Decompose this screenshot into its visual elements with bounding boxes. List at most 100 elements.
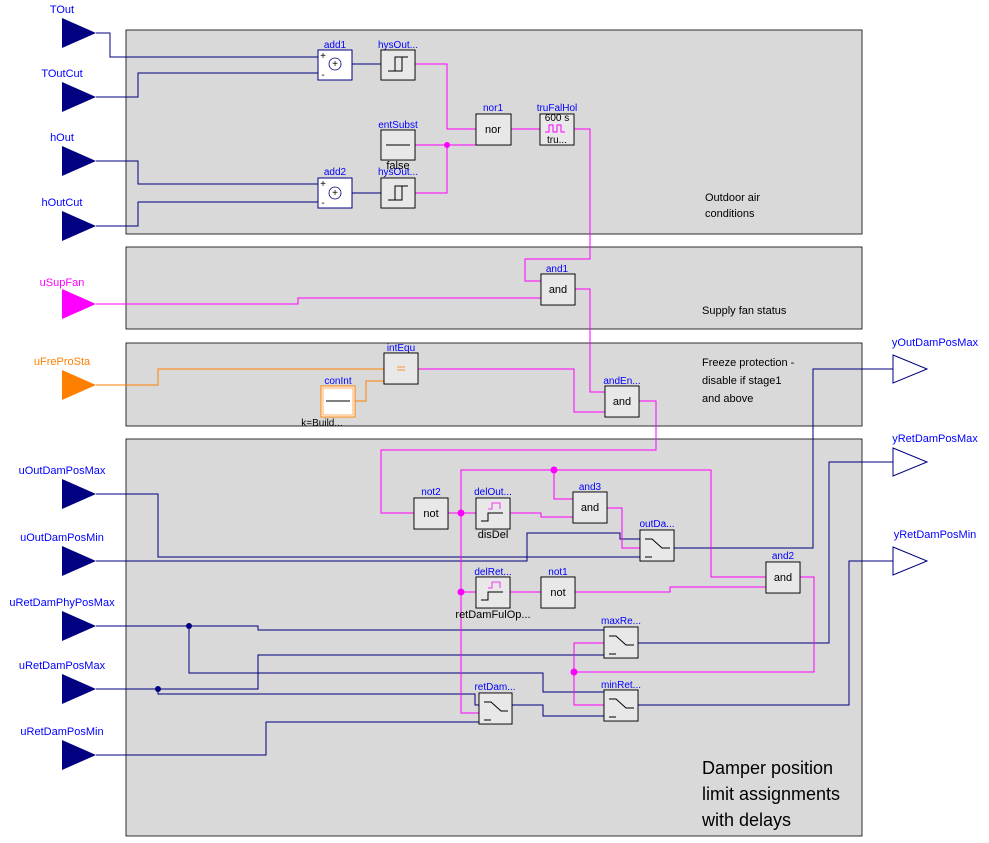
- input-port-ufreprosta[interactable]: uFreProSta: [34, 356, 96, 400]
- delout-name: delOut...: [474, 487, 512, 498]
- input-port-tout[interactable]: TOut: [50, 4, 96, 48]
- and3-block[interactable]: and3 and: [572, 482, 608, 524]
- add1-plus-sign: +: [332, 59, 338, 70]
- outda-switch-block[interactable]: outDa...: [639, 519, 675, 562]
- supply-note: Supply fan status: [702, 305, 787, 317]
- input-port-uretdamposmin[interactable]: uRetDamPosMin: [20, 726, 104, 770]
- input-port-hout[interactable]: hOut: [50, 132, 96, 176]
- trufalhol-delay: 600 s: [545, 113, 569, 124]
- outda-name: outDa...: [639, 519, 674, 530]
- and3-name: and3: [579, 482, 602, 493]
- input-port-houtcut[interactable]: hOutCut: [42, 197, 96, 241]
- uoutdamposmax-label: uOutDamPosMax: [19, 465, 106, 477]
- output-port-youtdamposmax[interactable]: yOutDamPosMax: [892, 337, 979, 384]
- add2-name: add2: [324, 167, 347, 178]
- freeze-protection-section: [125, 342, 863, 427]
- trufalhol-name: truFalHol: [537, 103, 578, 114]
- yretdamposmin-label: yRetDamPosMin: [894, 529, 977, 541]
- not2-name: not2: [421, 487, 441, 498]
- input-port-usupfan[interactable]: uSupFan: [40, 277, 96, 319]
- delay-icon: [481, 591, 503, 601]
- input-port-uoutdamposmin[interactable]: uOutDamPosMin: [20, 532, 104, 576]
- hout-label: hOut: [50, 132, 74, 144]
- hysteresis-block-1[interactable]: hysOut...: [378, 40, 418, 81]
- hysteresis-block-2[interactable]: hysOut...: [378, 167, 418, 209]
- conint-block[interactable]: conInt k=Build...: [301, 376, 356, 429]
- anden-label: and: [613, 396, 631, 408]
- add2-block[interactable]: add2 + + -: [317, 167, 353, 209]
- trufalhol-param: tru...: [547, 135, 567, 146]
- nor1-name: nor1: [483, 103, 503, 114]
- delret-block[interactable]: delRet... retDamFulOp...: [455, 567, 530, 621]
- trufalhol-block[interactable]: truFalHol 600 s tru...: [537, 103, 578, 146]
- junction-dot: [550, 466, 558, 474]
- delout-param: disDel: [478, 529, 509, 541]
- not1-block[interactable]: not1 not: [540, 567, 576, 609]
- and2-block[interactable]: and2 and: [765, 551, 801, 594]
- input-port-uoutdamposmax[interactable]: uOutDamPosMax: [19, 465, 106, 509]
- add2-minus-pin: -: [321, 198, 324, 209]
- not1-name: not1: [548, 567, 568, 578]
- yretdamposmax-label: yRetDamPosMax: [892, 433, 978, 445]
- integer-wires: [96, 368, 384, 402]
- entsubst-block[interactable]: entSubst false: [378, 120, 418, 172]
- junction-dot: [155, 686, 161, 692]
- damper-note-line2: limit assignments: [702, 784, 840, 804]
- delay-icon: [481, 512, 503, 522]
- outdoor-note-line2: conditions: [705, 208, 755, 220]
- hysteresis-icon: [391, 57, 403, 72]
- anden-name: andEn...: [603, 376, 640, 387]
- maxre-switch-block[interactable]: maxRe...: [601, 616, 641, 659]
- switch-icon: [609, 698, 634, 709]
- switch-icon: [484, 701, 508, 712]
- conint-param: k=Build...: [301, 418, 342, 429]
- entsubst-name: entSubst: [378, 120, 418, 131]
- entsubst-param: false: [386, 160, 409, 172]
- uoutdamposmin-label: uOutDamPosMin: [20, 532, 104, 544]
- retdam-switch-block[interactable]: retDam...: [474, 682, 516, 725]
- maxre-name: maxRe...: [601, 616, 641, 627]
- junction-dot: [444, 142, 450, 148]
- output-port-yretdamposmin[interactable]: yRetDamPosMin: [892, 529, 977, 576]
- nor1-block[interactable]: nor1 nor: [475, 103, 512, 146]
- and1-name: and1: [546, 264, 569, 275]
- intequ-block[interactable]: intEqu: [383, 343, 419, 385]
- toutcut-label: TOutCut: [41, 68, 82, 80]
- hysteresis-1-name: hysOut...: [378, 40, 418, 51]
- youtdamposmax-label: yOutDamPosMax: [892, 337, 979, 349]
- add1-name: add1: [324, 40, 347, 51]
- and1-label: and: [549, 284, 567, 296]
- not1-label: not: [550, 587, 565, 599]
- output-port-yretdamposmax[interactable]: yRetDamPosMax: [892, 433, 978, 477]
- add1-minus-pin: -: [321, 70, 324, 81]
- freeze-note-line3: and above: [702, 393, 753, 405]
- anden-block[interactable]: andEn... and: [603, 376, 641, 418]
- supply-fan-section: [125, 246, 863, 330]
- switch-icon: [609, 635, 634, 646]
- hysteresis-icon: [391, 186, 403, 201]
- junction-dot: [457, 509, 465, 517]
- and2-name: and2: [772, 551, 795, 562]
- conint-name: conInt: [324, 376, 351, 387]
- usupfan-label: uSupFan: [40, 277, 85, 289]
- not2-block[interactable]: not2 not: [413, 487, 449, 530]
- uretdamphyposmax-label: uRetDamPhyPosMax: [9, 597, 115, 609]
- retdam-name: retDam...: [474, 682, 515, 693]
- delret-name: delRet...: [474, 567, 511, 578]
- and1-block[interactable]: and1 and: [540, 264, 576, 306]
- input-port-uretdamposmax[interactable]: uRetDamPosMax: [19, 660, 106, 704]
- delout-block[interactable]: delOut... disDel: [474, 487, 512, 541]
- uretdamposmin-label: uRetDamPosMin: [20, 726, 103, 738]
- delret-param: retDamFulOp...: [455, 609, 530, 621]
- add2-plus-sign: +: [332, 188, 338, 199]
- intequ-name: intEqu: [387, 343, 415, 354]
- hysteresis-2-name: hysOut...: [378, 167, 418, 178]
- outdoor-note-line1: Outdoor air: [705, 192, 760, 204]
- minret-switch-block[interactable]: minRet...: [601, 680, 641, 722]
- houtcut-label: hOutCut: [42, 197, 83, 209]
- real-wires: [96, 32, 893, 756]
- add1-block[interactable]: add1 + + -: [317, 40, 353, 81]
- input-port-toutcut[interactable]: TOutCut: [41, 68, 96, 112]
- input-port-uretdamphyposmax[interactable]: uRetDamPhyPosMax: [9, 597, 115, 641]
